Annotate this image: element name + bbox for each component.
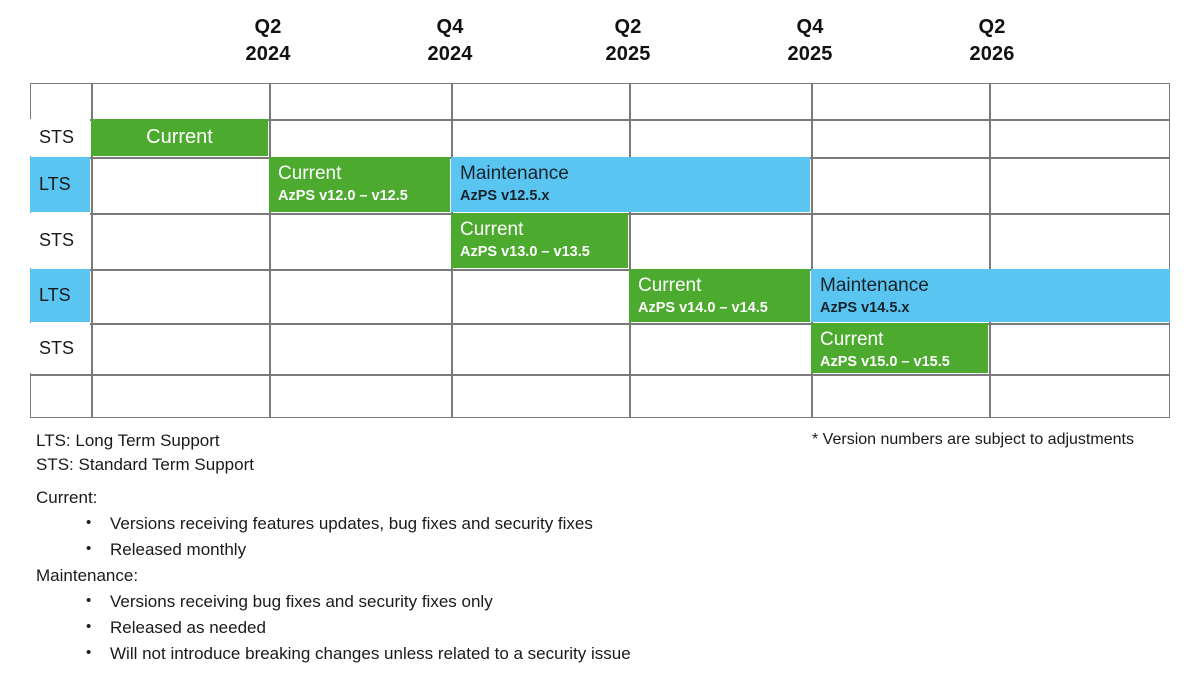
grid-column-divider [269,84,271,417]
abbreviation-line: LTS: Long Term Support [36,431,220,450]
version-disclaimer-note: * Version numbers are subject to adjustm… [812,431,1134,448]
phase-bar-version: AzPS v14.5.x [820,299,910,316]
phase-bar-version: AzPS v15.0 – v15.5 [820,353,950,370]
header-quarter-label: Q2 [254,16,282,38]
header-year-label: 2025 [605,43,651,65]
header-year-label: 2025 [787,43,833,65]
timeline-header-q2-2024: Q2 2024 [198,14,338,68]
phase-bar-title: Current [638,275,702,296]
grid-row-divider [31,269,1169,271]
phase-bar-version: AzPS v13.0 – v13.5 [460,243,590,260]
grid-column-divider [989,84,991,417]
timeline-header-q2-2026: Q2 2026 [922,14,1062,68]
grid-column-divider [91,84,93,417]
definition-item: Released as needed [82,614,936,641]
definition-item: Released monthly [82,536,936,563]
grid-row-divider [31,323,1169,325]
definition-item: Versions receiving bug fixes and securit… [82,588,936,615]
row-label-sts-1: STS [30,119,90,156]
definition-list: Versions receiving features updates, bug… [36,510,936,563]
header-year-label: 2026 [969,43,1015,65]
definition-list: Versions receiving bug fixes and securit… [36,588,936,667]
row-label-text: STS [39,127,75,147]
phase-bar-title: Current [146,126,213,148]
header-quarter-label: Q2 [978,16,1006,38]
definition-item: Will not introduce breaking changes unle… [82,640,936,667]
phase-bar-version: AzPS v12.5.x [460,187,550,204]
phase-bar-version: AzPS v12.0 – v12.5 [278,187,408,204]
grid-column-divider [629,84,631,417]
phase-bar-version: AzPS v14.0 – v14.5 [638,299,768,316]
row-label-text: STS [39,230,75,250]
grid-column-divider [811,84,813,417]
row-label-lts-2: LTS [30,157,90,212]
row-label-text: STS [39,337,75,358]
phase-bar-title: Maintenance [820,275,929,296]
phase-bar-title: Current [460,219,524,240]
header-year-label: 2024 [427,43,473,65]
phase-bar-title: Current [278,163,342,184]
timeline-header-q4-2024: Q4 2024 [380,14,520,68]
definition-heading: Current: [36,488,98,507]
phase-definitions: Current: Versions receiving features upda… [36,485,936,667]
row-label-sts-5: STS [30,323,90,373]
row-label-text: LTS [39,285,71,305]
timeline-header-row: Q2 2024 Q4 2024 Q2 2025 Q4 2025 Q2 2026 [0,0,1200,80]
timeline-header-q2-2025: Q2 2025 [558,14,698,68]
timeline-header-q4-2025: Q4 2025 [740,14,880,68]
definition-item: Versions receiving features updates, bug… [82,510,936,537]
row-label-lts-4: LTS [30,269,90,322]
row-label-text: LTS [39,174,71,194]
header-quarter-label: Q2 [614,16,642,38]
grid-row-divider [31,374,1169,376]
header-year-label: 2024 [245,43,291,65]
grid-row-divider [31,119,1169,121]
phase-bar-sts-current-1: Current [91,119,268,156]
abbreviation-line: STS: Standard Term Support [36,455,254,474]
phase-bar-title: Maintenance [460,163,569,184]
row-label-sts-3: STS [30,213,90,268]
header-quarter-label: Q4 [436,16,464,38]
phase-bar-title: Current [820,329,884,350]
header-quarter-label: Q4 [796,16,824,38]
definition-heading: Maintenance: [36,566,139,585]
